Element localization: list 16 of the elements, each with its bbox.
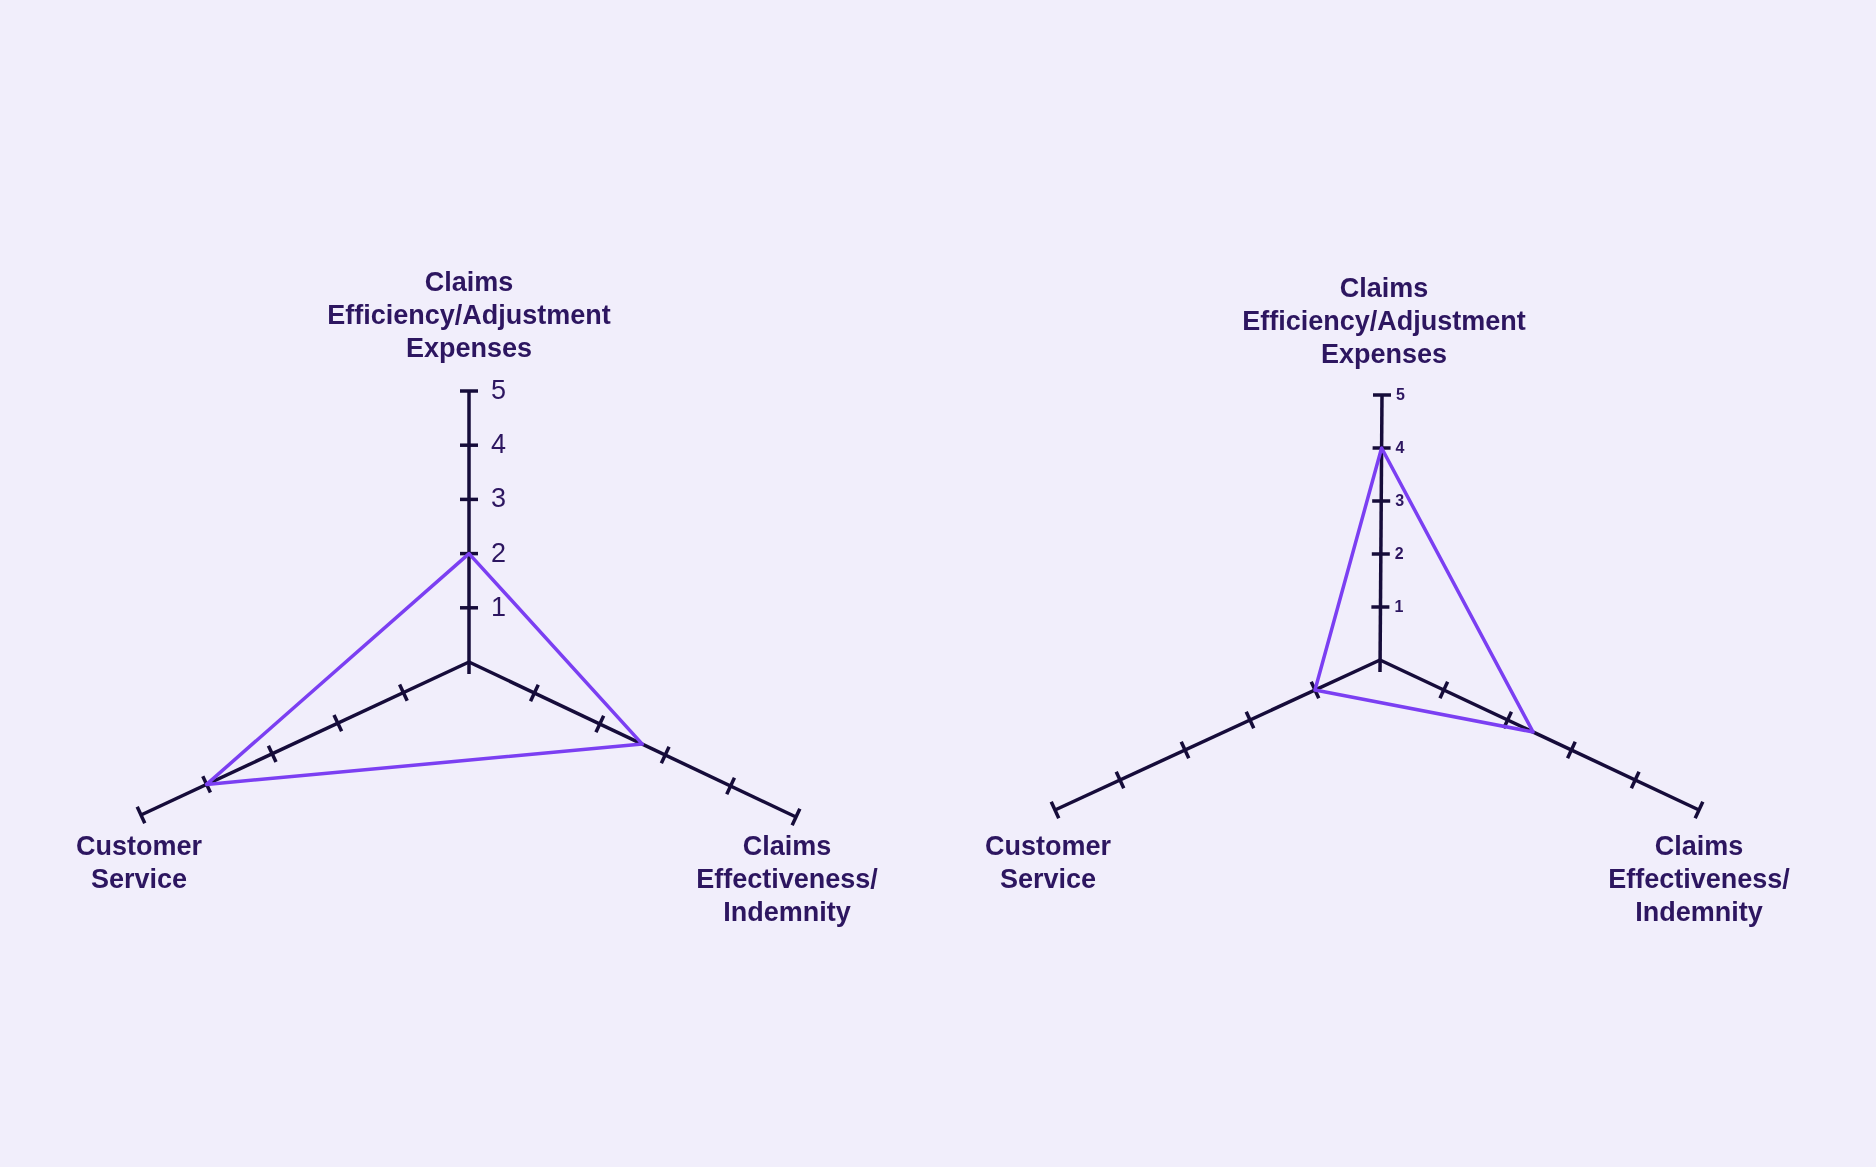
tick-label: 2	[491, 537, 507, 568]
tick-label: 5	[1396, 386, 1405, 404]
axis-title: Customer Service	[984, 830, 1112, 896]
axis-title: Claims Efficiency/Adjustment Expenses	[1241, 272, 1527, 371]
tick-label: 4	[1395, 439, 1405, 457]
axis-title: Claims Efficiency/Adjustment Expenses	[326, 266, 612, 365]
tick-label: 3	[1395, 492, 1405, 510]
axis-title: Claims Effectiveness/ Indemnity	[695, 830, 879, 929]
axis-title: Claims Effectiveness/ Indemnity	[1607, 830, 1791, 929]
tick-label: 1	[1394, 598, 1404, 616]
tick-label: 5	[491, 375, 507, 405]
tick-label: 1	[491, 591, 507, 622]
axis-title: Customer Service	[75, 830, 203, 896]
tick-label: 3	[491, 483, 507, 514]
tick-label: 2	[1394, 545, 1404, 563]
tick-label: 4	[491, 429, 507, 460]
